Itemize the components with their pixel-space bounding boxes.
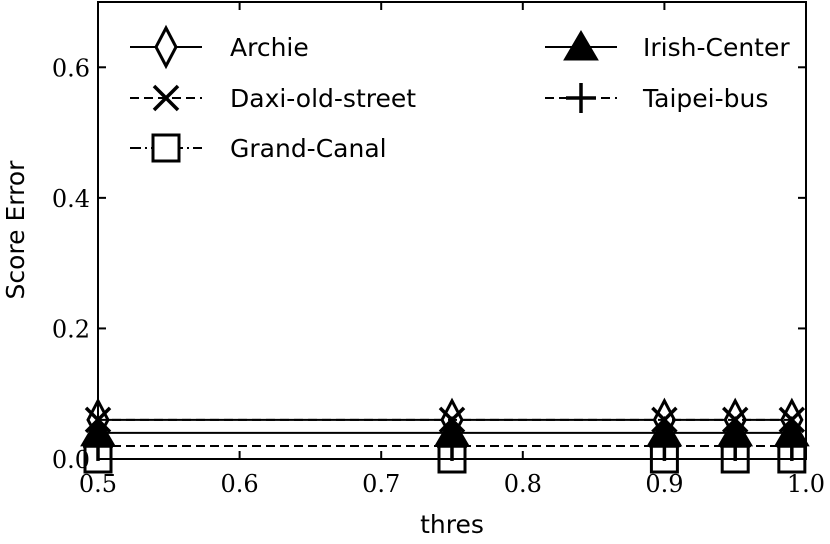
legend-entry-taipei-bus: Taipei-bus: [545, 83, 768, 113]
x-axis-label: thres: [420, 510, 484, 539]
legend-marker-archie: [154, 24, 178, 70]
legend-label: Irish-Center: [643, 33, 790, 62]
series-layer: [80, 397, 810, 474]
x-tick-label: 0.5: [79, 470, 117, 498]
legend-marker-irish-center: [563, 30, 599, 61]
x-tick-label: 0.6: [221, 470, 259, 498]
ticks-layer: 0.5 0.6 0.7 0.8 0.9 1.0 0.0 0.2 0.4 0.6: [52, 2, 825, 498]
legend-entry-daxi-old-street: Daxi-old-street: [130, 84, 416, 113]
legend-marker-grand-canal: [151, 133, 181, 163]
legend-entry-archie: Archie: [130, 24, 309, 70]
data-point-taipei-bus: [437, 430, 467, 461]
y-tick-label: 0.4: [52, 185, 90, 213]
x-tick-label: 0.8: [504, 470, 542, 498]
legend-marker-taipei-bus: [566, 83, 596, 113]
legend-entry-irish-center: Irish-Center: [545, 30, 790, 62]
y-tick-label: 0.6: [52, 54, 90, 82]
legend-entry-grand-canal: Grand-Canal: [130, 133, 387, 163]
plot-frame: [97, 1, 807, 460]
y-tick-label: 0.2: [52, 315, 90, 343]
x-tick-label: 0.9: [645, 470, 683, 498]
y-axis-label: Score Error: [1, 160, 30, 300]
legend-label: Taipei-bus: [642, 84, 768, 113]
legend-label: Grand-Canal: [230, 134, 387, 163]
x-tick-label: 1.0: [787, 470, 825, 498]
y-tick-label: 0.0: [52, 446, 90, 474]
data-point-taipei-bus: [720, 430, 751, 461]
legend-marker-daxi-old-street: [152, 84, 180, 112]
legend-label: Daxi-old-street: [230, 84, 416, 113]
legend-label: Archie: [230, 33, 309, 62]
data-point-taipei-bus: [776, 430, 807, 461]
x-tick-label: 0.7: [362, 470, 400, 498]
